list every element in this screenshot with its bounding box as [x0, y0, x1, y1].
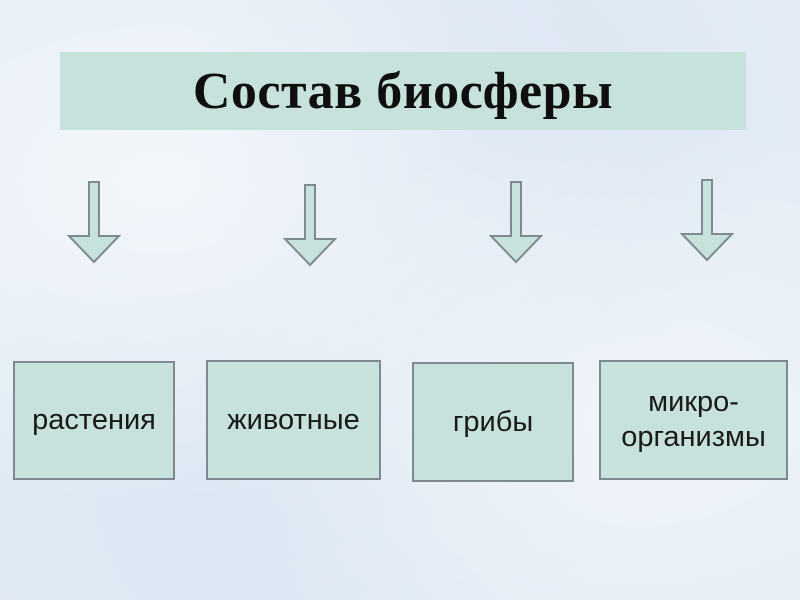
component-label: животные: [227, 403, 360, 436]
diagram-title: Состав биосферы: [192, 62, 614, 120]
component-box-plants: растения: [13, 361, 175, 480]
title-banner: Состав биосферы: [60, 52, 746, 130]
component-label-line1: микро-: [648, 386, 739, 419]
component-label-line2: организмы: [621, 421, 766, 453]
component-label: растения: [32, 404, 156, 437]
down-arrow-icon: [680, 179, 734, 262]
component-box-fungi: грибы: [412, 362, 574, 482]
down-arrow-icon: [489, 181, 543, 264]
component-box-animals: животные: [206, 360, 381, 480]
component-box-microorganisms: микро- организмы: [599, 360, 788, 480]
down-arrow-icon: [283, 184, 337, 267]
down-arrow-icon: [67, 181, 121, 264]
component-label: грибы: [452, 405, 534, 438]
